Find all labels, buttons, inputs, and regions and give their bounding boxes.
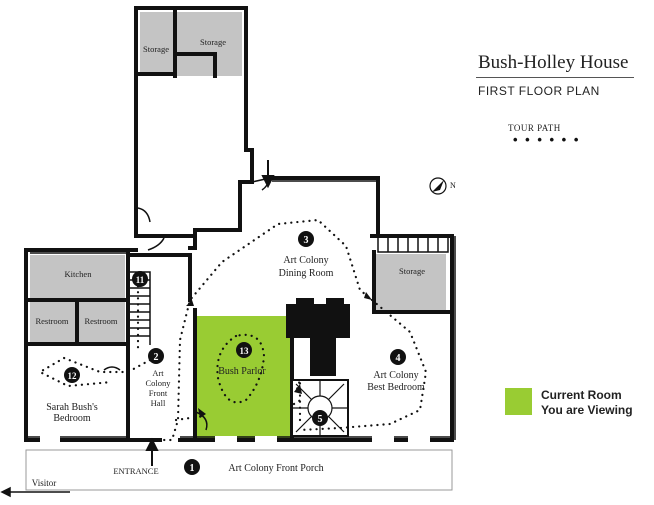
svg-text:11: 11 [136,275,145,285]
map-subtitle: FIRST FLOOR PLAN [478,84,600,98]
bush-parlor-highlight [197,316,290,440]
current-room-legend-line2: You are Viewing [541,403,633,417]
tour-path-legend-label: TOUR PATH [508,123,561,133]
storage-top-right-label: Storage [200,37,226,47]
svg-text:5: 5 [318,414,323,425]
compass: N [429,177,456,195]
room-labels: Storage Storage Storage Kitchen Restroom… [32,37,425,488]
sarah-bedroom-label-line1: Sarah Bush's [46,402,98,413]
map-title: Bush-Holley House [478,52,629,73]
storage-top-right-area [177,12,242,76]
storage-right-label: Storage [399,266,425,276]
dining-label-line1: Art Colony [283,255,328,266]
svg-text:1: 1 [190,463,195,474]
svg-text:2: 2 [154,352,159,363]
chimney [286,298,350,376]
tour-path [37,218,428,442]
front-hall-label-line2: Colony [145,378,171,388]
service-door-arrow [261,160,275,189]
front-hall-label-line1: Art [152,368,164,378]
svg-text:12: 12 [68,371,78,381]
visitor-arrow [0,486,70,498]
restroom-left-area [30,302,76,342]
entrance-arrow [145,437,159,466]
path-arrows [186,292,372,418]
title-divider [476,77,634,78]
kitchen-label: Kitchen [65,269,93,279]
spiral-stair [291,379,349,437]
storage-top-left-label: Storage [143,44,169,54]
front-hall-label-line4: Hall [151,398,166,408]
sarah-bedroom-label-line2: Bedroom [53,413,90,424]
svg-text:3: 3 [304,235,309,246]
svg-text:13: 13 [240,346,250,356]
storage-right-area [376,254,446,310]
kitchen-area [30,255,125,299]
stop-2: 2 [148,348,164,364]
restroom-right-label: Restroom [84,316,117,326]
stop-12: 12 [64,367,80,383]
visitor-label: Visitor [32,478,56,488]
entrance-label: ENTRANCE [113,466,158,476]
parlor-label: Bush Parlor [218,366,266,377]
stop-4: 4 [390,349,406,365]
compass-north-label: N [450,181,456,190]
current-room-swatch [505,388,532,415]
stop-3: 3 [298,231,314,247]
svg-text:4: 4 [396,353,401,364]
stop-5: 5 [312,410,328,426]
tour-path-legend-symbol: • • • • • • [513,132,581,147]
stop-markers: 1 2 3 4 5 11 12 13 [64,231,406,475]
front-porch-label: Art Colony Front Porch [228,463,323,474]
best-bedroom-label-line2: Best Bedroom [367,382,425,393]
restroom-right-area [79,302,125,342]
dining-label-line2: Dining Room [279,268,334,279]
best-bedroom-label-line1: Art Colony [373,370,418,381]
stop-11: 11 [132,271,148,287]
front-hall-label-line3: Front [149,388,168,398]
storage-top-left-area [140,12,174,72]
restroom-left-label: Restroom [35,316,68,326]
front-wall-gaps [40,436,430,442]
stop-1: 1 [184,459,200,475]
gray-rooms [30,12,446,342]
current-room-legend-line1: Current Room [541,388,622,402]
stop-13: 13 [236,342,252,358]
